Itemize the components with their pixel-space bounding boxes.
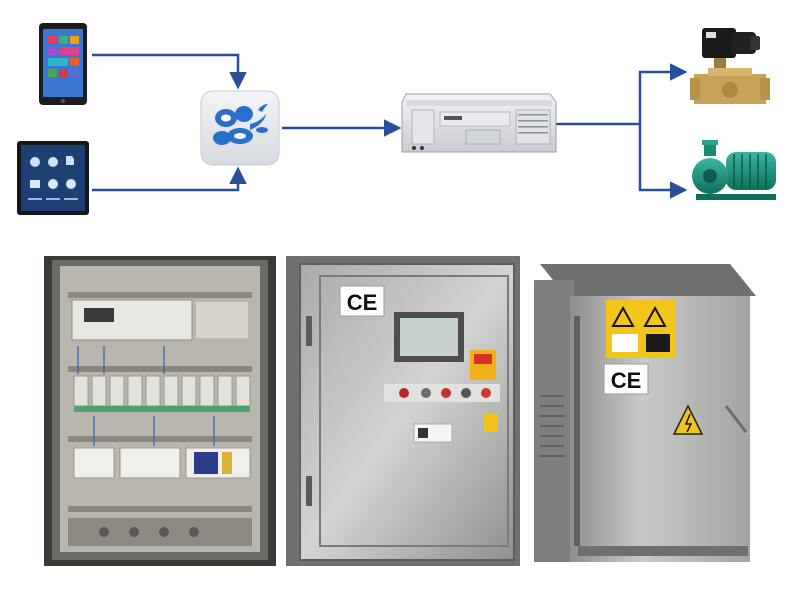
solenoid-valve-icon — [690, 28, 770, 104]
bee-logo-icon — [200, 90, 280, 166]
app-logo-node — [200, 90, 280, 166]
connector-lines — [92, 53, 688, 199]
cabinet-exterior-illustration: CE — [530, 256, 758, 566]
plc-icon — [401, 93, 557, 153]
hmi-panel-icon — [17, 141, 89, 215]
cabinet-door-illustration: CE — [286, 256, 520, 566]
touch-panel-node — [16, 140, 90, 216]
tablet-icon — [39, 23, 87, 105]
ce-mark-exterior: CE — [611, 368, 642, 393]
ce-mark-door: CE — [347, 290, 378, 315]
photo-cabinet-door: CE — [286, 256, 520, 566]
solenoid-valve-node — [688, 22, 772, 116]
plc-node — [400, 88, 558, 160]
arrow-panel-to-app — [92, 166, 247, 192]
photo-cabinet-interior — [44, 256, 276, 566]
pump-icon — [692, 140, 776, 200]
photo-cabinet-exterior: CE — [530, 256, 758, 566]
arrow-branch-to-valve — [638, 63, 688, 124]
tablet-node — [38, 22, 88, 106]
arrow-tablet-to-app — [92, 53, 247, 90]
arrow-branch-to-pump — [638, 124, 688, 199]
water-pump-node — [688, 138, 784, 208]
cabinet-interior-illustration — [44, 256, 276, 566]
